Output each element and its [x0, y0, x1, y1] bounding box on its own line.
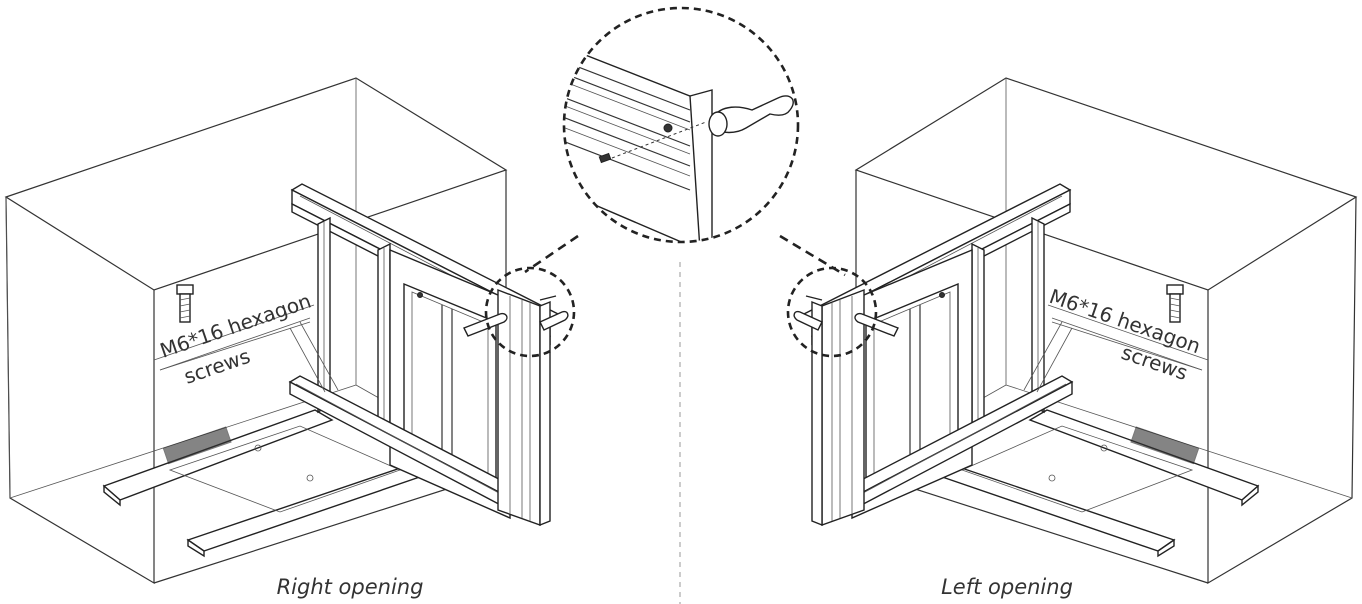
hexagon-screw-icon-left [1166, 284, 1184, 323]
detail-closeup [524, 6, 846, 277]
vertical-posts [317, 216, 391, 438]
detail-marker-circle-left [786, 266, 878, 358]
small-screw-icon [598, 152, 612, 164]
detail-circle [562, 6, 800, 244]
front-door-frame-left [811, 288, 865, 527]
knob-icon [708, 95, 794, 137]
handle-knob-icon [463, 310, 569, 337]
front-door-frame [497, 288, 551, 527]
hexagon-screw-icon [176, 284, 194, 323]
right-opening-caption: Right opening [277, 575, 424, 599]
right-opening-view: M6*16 hexagon screws Right opening [4, 77, 576, 599]
left-opening-caption: Left opening [941, 575, 1073, 599]
carriage-panel [389, 248, 511, 520]
left-opening-view: M6*16 hexagon screws Left opening [786, 77, 1358, 599]
handle-knob-icon-left [793, 310, 899, 337]
detail-marker-circle [484, 266, 576, 358]
